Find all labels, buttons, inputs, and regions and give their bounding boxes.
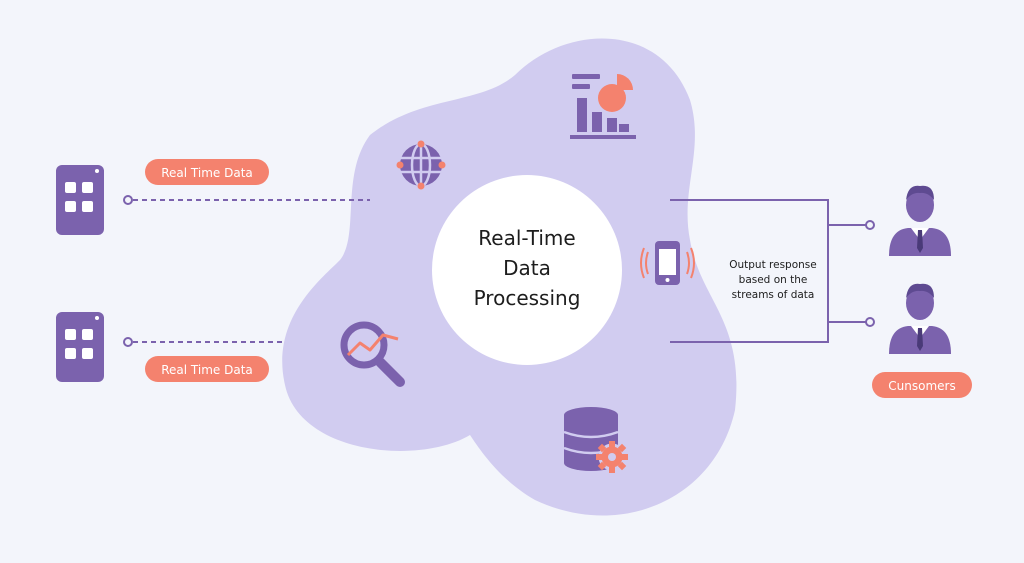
output-note-line-3: streams of data xyxy=(732,289,815,301)
source-connector-2 xyxy=(123,337,285,347)
center-title-line-2: Data xyxy=(503,256,551,280)
center-circle xyxy=(432,175,622,365)
database-gear-icon xyxy=(563,407,628,473)
output-bracket xyxy=(670,199,875,343)
consumers-label-pill: Cunsomers xyxy=(872,372,972,398)
bar-pie-chart-icon xyxy=(570,74,636,139)
source-label-1: Real Time Data xyxy=(161,166,253,180)
center-title-line-3: Processing xyxy=(474,286,581,310)
source-connector-1 xyxy=(123,195,370,205)
search-analytics-icon xyxy=(340,321,405,387)
source-label-pill-1: Real Time Data xyxy=(145,159,269,185)
center-title-line-1: Real-Time xyxy=(478,226,575,250)
output-note-line-1: Output response xyxy=(729,259,817,271)
output-note-line-2: based on the xyxy=(739,274,808,286)
tablet-icon xyxy=(56,165,104,235)
businessman-icon xyxy=(889,185,951,256)
globe-icon xyxy=(396,140,446,190)
businessman-icon xyxy=(889,283,951,354)
mobile-phone-icon xyxy=(640,241,695,285)
source-label-pill-2: Real Time Data xyxy=(145,356,269,382)
tablet-icon xyxy=(56,312,104,382)
consumers-label: Cunsomers xyxy=(888,379,955,393)
source-label-2: Real Time Data xyxy=(161,363,253,377)
